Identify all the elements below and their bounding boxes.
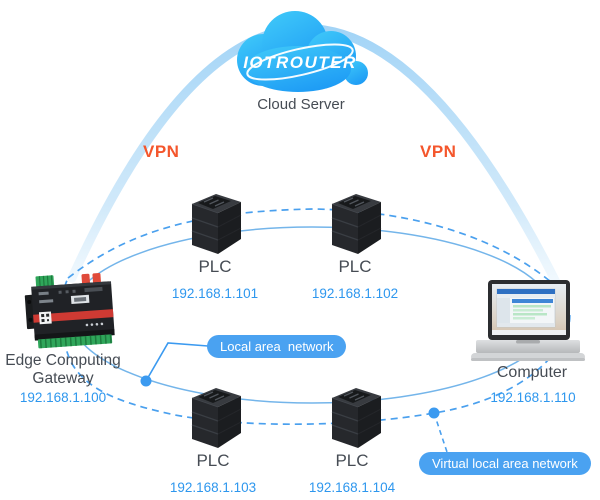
plc-device-icon bbox=[191, 193, 242, 255]
lan-tag: Local area network bbox=[207, 335, 347, 358]
gateway-label-line1: Edge Computing bbox=[5, 352, 121, 369]
vlan-tag: Virtual local area network bbox=[419, 452, 591, 475]
plc-device-icon bbox=[331, 387, 382, 449]
cloud-icon: IOTROUTER bbox=[237, 11, 368, 92]
gateway-label-line2: Gateway bbox=[32, 370, 94, 387]
logo-orbit-ring bbox=[246, 43, 354, 81]
vlan-node-dot bbox=[428, 407, 440, 419]
plc-device-icon bbox=[191, 387, 242, 449]
gateway-device-icon bbox=[24, 273, 115, 349]
vpn-label-right: VPN bbox=[420, 142, 457, 161]
gateway-label: Edge Computing Gateway bbox=[0, 352, 128, 388]
plc2-ip: 192.168.1.102 bbox=[311, 286, 399, 301]
plc4-label: PLC bbox=[335, 451, 369, 470]
vlan-connector-line bbox=[433, 412, 448, 453]
cloud-server: IOTROUTER bbox=[213, 6, 387, 98]
plc1-label: PLC bbox=[198, 257, 232, 276]
plc4-ip: 192.168.1.104 bbox=[308, 480, 396, 495]
plc-device-icon bbox=[331, 193, 382, 255]
plc2-label: PLC bbox=[338, 257, 372, 276]
plc3-ip: 192.168.1.103 bbox=[169, 480, 257, 495]
lan-connector-line bbox=[145, 342, 209, 382]
vpn-label-left: VPN bbox=[143, 142, 180, 161]
plc3-label: PLC bbox=[196, 451, 230, 470]
cloud-server-label: Cloud Server bbox=[257, 96, 345, 113]
logo-text: IOTROUTER bbox=[243, 53, 357, 72]
computer-ip: 192.168.1.110 bbox=[490, 390, 576, 405]
plc1-ip: 192.168.1.101 bbox=[171, 286, 259, 301]
computer-label: Computer bbox=[496, 364, 568, 381]
vlan-ellipse bbox=[59, 208, 571, 426]
laptop-icon bbox=[471, 280, 585, 361]
gateway-ip: 192.168.1.100 bbox=[19, 390, 107, 405]
lan-node-dot bbox=[140, 375, 152, 387]
